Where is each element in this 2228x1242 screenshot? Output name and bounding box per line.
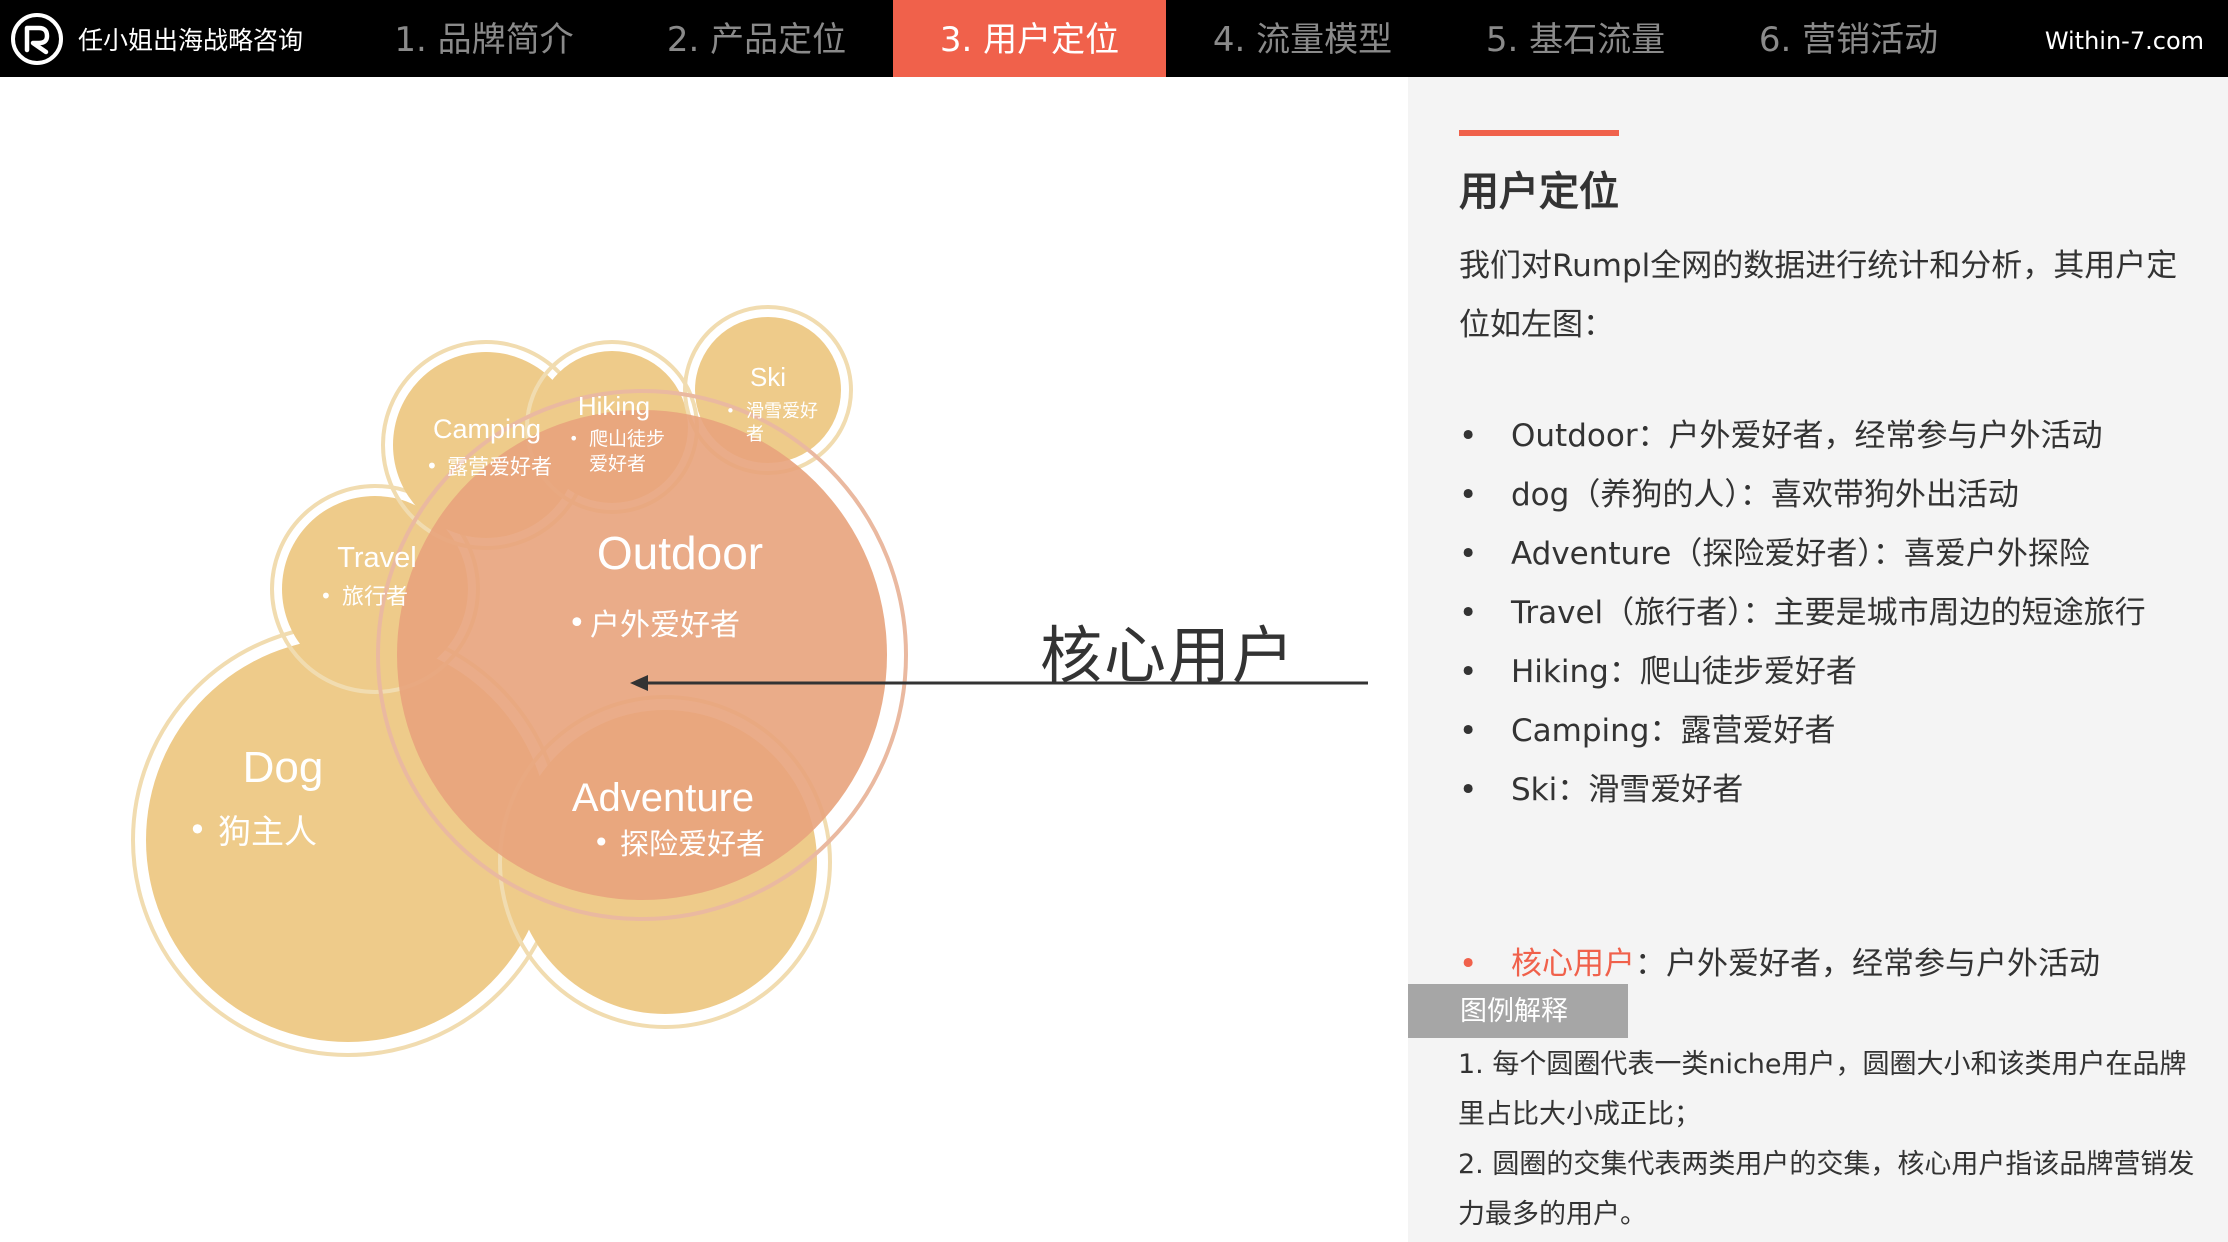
hiking-bullet: •: [569, 429, 578, 448]
core-user-summary: • 核心用户：户外爱好者，经常参与户外活动: [1459, 935, 2189, 994]
site-name[interactable]: Within-7.com: [2044, 27, 2204, 55]
camping-bullet: •: [426, 454, 438, 478]
tab-marketing-campaigns[interactable]: 6. 营销活动: [1758, 20, 1939, 60]
tab-user-positioning[interactable]: 3. 用户定位: [893, 0, 1166, 77]
section-tabs: 1. 品牌简介 2. 产品定位 3. 用户定位 4. 流量模型 5. 基石流量 …: [0, 0, 2228, 77]
legend-note-item: 2. 圆圈的交集代表两类用户的交集，核心用户指该品牌营销发力最多的用户。: [1458, 1149, 2195, 1230]
dog-label: Dog: [243, 743, 324, 792]
outdoor-sub-label: 户外爱好者: [590, 608, 740, 643]
list-item-text: Ski：滑雪爱好者: [1511, 772, 1744, 808]
core-user-arrow: [630, 675, 1368, 691]
list-item: • Adventure（探险爱好者）：喜爱户外探险: [1459, 525, 2189, 584]
brand-name: 任小姐出海战略咨询: [78, 26, 304, 55]
core-user-highlight: 核心用户: [1511, 946, 1635, 982]
ski-sub-label-2: 者: [746, 424, 764, 445]
dog-sub-label: 狗主人: [218, 812, 317, 851]
ski-label: Ski: [750, 362, 786, 392]
list-item-text: Adventure（探险爱好者）：喜爱户外探险: [1511, 536, 2090, 572]
bullet-dot-icon: •: [1459, 477, 1478, 513]
top-navigation-bar: 任小姐出海战略咨询 1. 品牌简介 2. 产品定位 3. 用户定位 4. 流量模…: [0, 0, 2228, 77]
core-user-text: ：户外爱好者，经常参与户外活动: [1635, 946, 2100, 982]
list-item-text: Outdoor：户外爱好者，经常参与户外活动: [1511, 418, 2103, 454]
panel-intro: 我们对Rumpl全网的数据进行统计和分析，其用户定位如左图：: [1459, 248, 2178, 343]
outdoor-label: Outdoor: [597, 527, 763, 579]
segment-bullet-list: • Outdoor：户外爱好者，经常参与户外活动 • dog（养狗的人）：喜欢带狗外…: [1459, 407, 2189, 820]
hiking-sub-label: 爬山徒步: [589, 428, 665, 450]
brand[interactable]: 任小姐出海战略咨询: [10, 11, 303, 67]
bullet-dot-icon: •: [1459, 418, 1478, 454]
title-accent-bar: [1459, 130, 1619, 136]
list-item-text: dog（养狗的人）：喜欢带狗外出活动: [1511, 477, 2019, 513]
brand-logo-icon: [11, 13, 63, 65]
tab-brand-intro[interactable]: 1. 品牌简介: [394, 20, 574, 60]
outdoor-bullet: •: [568, 606, 586, 641]
bullet-dot-icon: •: [1459, 772, 1478, 808]
core-user-label: 核心用户: [1040, 619, 1297, 692]
bullet-dot-icon: •: [1459, 713, 1478, 749]
list-item-text: Hiking：爬山徒步爱好者: [1511, 654, 1857, 690]
tab-product-positioning[interactable]: 2. 产品定位: [666, 20, 847, 60]
legend-note-item: 1. 每个圆圈代表一类niche用户，圆圈大小和该类用户在品牌里占比大小成正比；: [1458, 1049, 2187, 1130]
travel-bullet: •: [320, 584, 332, 608]
dog-bullet: •: [188, 811, 207, 849]
list-item: • Travel（旅行者）：主要是城市周边的短途旅行: [1459, 584, 2189, 643]
list-item-text: Travel（旅行者）：主要是城市周边的短途旅行: [1511, 595, 2146, 631]
description-panel: 用户定位 我们对Rumpl全网的数据进行统计和分析，其用户定位如左图： • Out…: [1408, 77, 2228, 1242]
legend-label: 图例解释: [1408, 984, 1628, 1038]
panel-title: 用户定位: [1459, 169, 1619, 215]
list-item: • Hiking：爬山徒步爱好者: [1459, 643, 2189, 702]
list-item: • Outdoor：户外爱好者，经常参与户外活动: [1459, 407, 2189, 466]
tab-traffic-model[interactable]: 4. 流量模型: [1212, 20, 1393, 60]
camping-sub-label: 露营爱好者: [447, 455, 552, 479]
list-item: • Ski：滑雪爱好者: [1459, 761, 2189, 820]
list-item: • Camping：露营爱好者: [1459, 702, 2189, 761]
adventure-label: Adventure: [572, 776, 754, 820]
bullet-dot-icon: •: [1459, 536, 1478, 572]
legend-notes: 1. 每个圆圈代表一类niche用户，圆圈大小和该类用户在品牌里占比大小成正比；…: [1458, 1040, 2198, 1240]
list-item-text: Camping：露营爱好者: [1511, 713, 1836, 749]
list-item: • dog（养狗的人）：喜欢带狗外出活动: [1459, 466, 2189, 525]
travel-sub-label: 旅行者: [342, 585, 408, 610]
adventure-sub-label: 探险爱好者: [620, 827, 765, 861]
tab-base-traffic[interactable]: 5. 基石流量: [1485, 20, 1666, 60]
circle-outdoor: [376, 389, 908, 921]
bubble-diagram-svg: Outdoor • 户外爱好者 Dog • 狗主人 Adventure • 探险…: [131, 305, 1368, 1057]
ski-sub-label: 滑雪爱好: [746, 401, 818, 422]
bullet-dot-icon: •: [1459, 946, 1478, 982]
hiking-sub-label-2: 爱好者: [589, 453, 646, 475]
bullet-dot-icon: •: [1459, 654, 1478, 690]
travel-label: Travel: [337, 542, 417, 574]
bullet-dot-icon: •: [1459, 595, 1478, 631]
user-segment-bubble-diagram: Outdoor • 户外爱好者 Dog • 狗主人 Adventure • 探险…: [0, 77, 1408, 1242]
hiking-label: Hiking: [578, 391, 650, 421]
camping-label: Camping: [433, 414, 541, 444]
adventure-bullet: •: [593, 826, 610, 859]
ski-bullet: •: [726, 402, 735, 420]
